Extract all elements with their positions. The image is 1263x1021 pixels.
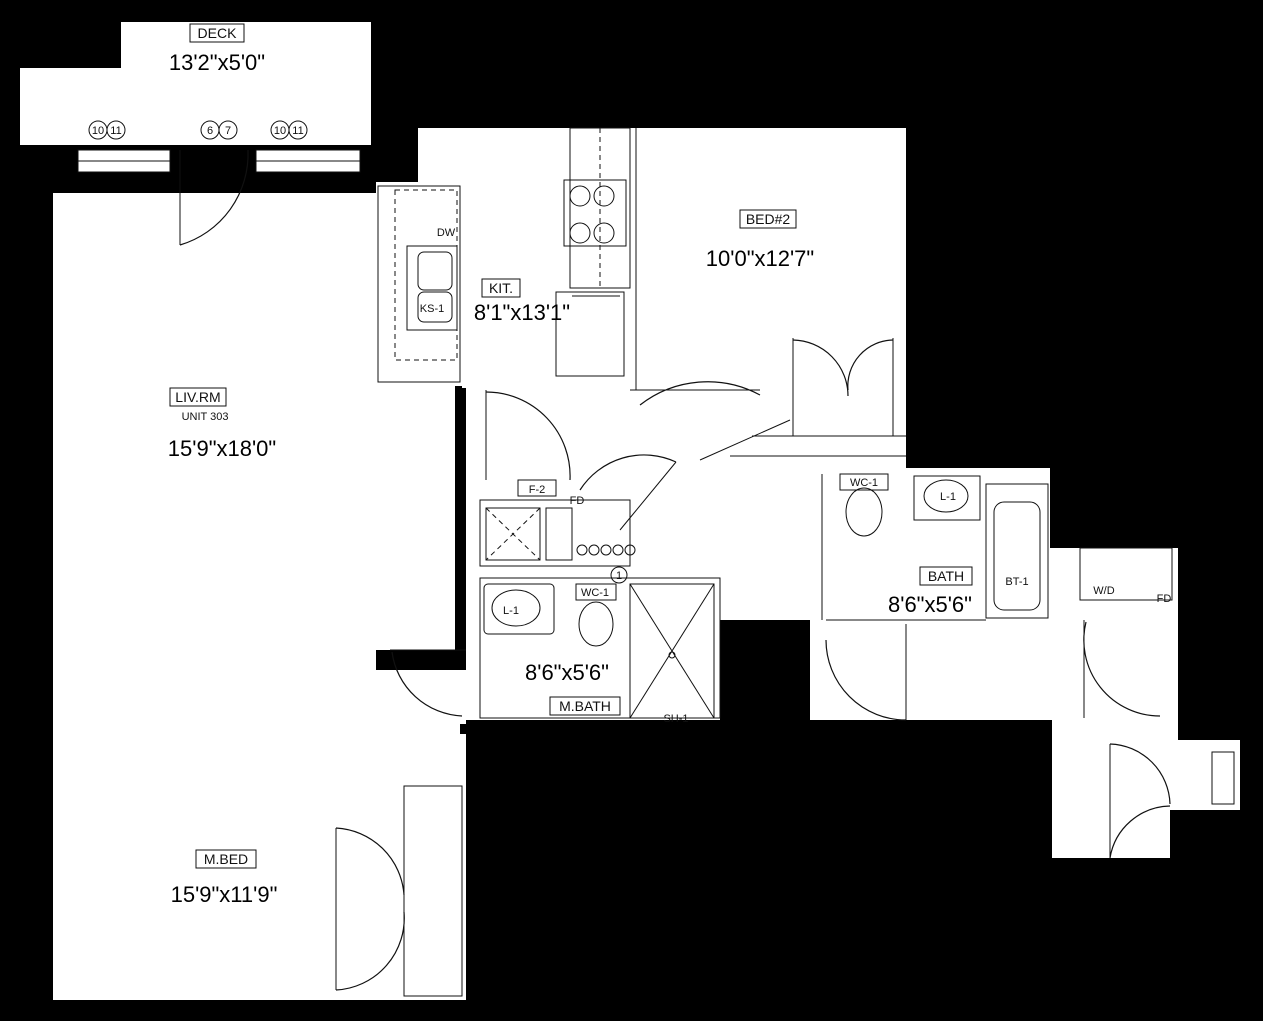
master-bath-toilet-label: WC-1 (581, 587, 609, 599)
room-dimensions: 13'2"x5'0" UNIT 303 15'9"x18'0" 8'1"x13'… (168, 50, 972, 907)
window-tag-right-b: 11 (292, 125, 303, 137)
floor-drain-label: FD (570, 495, 585, 507)
bath-tag: BATH (928, 568, 964, 584)
unit-number: UNIT 303 (182, 411, 229, 423)
interior-lines (77, 127, 1235, 997)
closet-tag: 1 (616, 570, 622, 582)
master-bed-dimension: 15'9"x11'9" (171, 882, 278, 907)
laundry-floor-drain-label: FD (1157, 593, 1172, 605)
stove-burners (569, 185, 615, 244)
bath-lav-label: L-1 (940, 491, 956, 503)
master-bath-lav-label: L-1 (503, 605, 519, 617)
laundry-dots (576, 544, 636, 556)
floor-areas (20, 22, 1240, 1000)
dishwasher-label: DW (437, 227, 456, 239)
master-bed-tag: M.BED (204, 851, 248, 867)
window-tag-mid-b: 7 (225, 125, 231, 137)
kitchen-dimension: 8'1"x13'1" (474, 300, 570, 325)
living-room-tag: LIV.RM (175, 389, 220, 405)
tub-label: BT-1 (1005, 576, 1028, 588)
laundry-label: F-2 (529, 484, 546, 496)
walls (460, 724, 1195, 1021)
master-bath-dimension: 8'6"x5'6" (525, 660, 609, 685)
bath-toilet-label: WC-1 (850, 477, 878, 489)
window-tag-left-b: 11 (110, 125, 121, 137)
window-tag-mid-a: 6 (207, 125, 213, 137)
room-tags: DECK LIV.RM KIT. BED#2 M.BATH BATH M.BED (169, 23, 973, 869)
deck-dimension: 13'2"x5'0" (169, 50, 265, 75)
window-tags: 10 11 6 7 10 11 (88, 120, 308, 140)
bed2-dimension: 10'0"x12'7" (706, 246, 814, 271)
kitchen-tag: KIT. (489, 280, 513, 296)
window-tag-right-a: 10 (274, 125, 286, 137)
fixture-labels: DW KS-1 F-2 FD 1 L-1 WC-1 SH-1 WC-1 L-1 … (420, 227, 1172, 725)
master-bath-tag: M.BATH (559, 698, 611, 714)
living-room-dimension: 15'9"x18'0" (168, 436, 276, 461)
deck-tag: DECK (198, 25, 238, 41)
washer-dryer-label: W/D (1093, 585, 1114, 597)
window-tag-left-a: 10 (92, 125, 104, 137)
bath-dimension: 8'6"x5'6" (888, 592, 972, 617)
kitchen-sink-label: KS-1 (420, 303, 444, 315)
bed2-tag: BED#2 (746, 211, 791, 227)
shower-label: SH-1 (663, 713, 688, 725)
